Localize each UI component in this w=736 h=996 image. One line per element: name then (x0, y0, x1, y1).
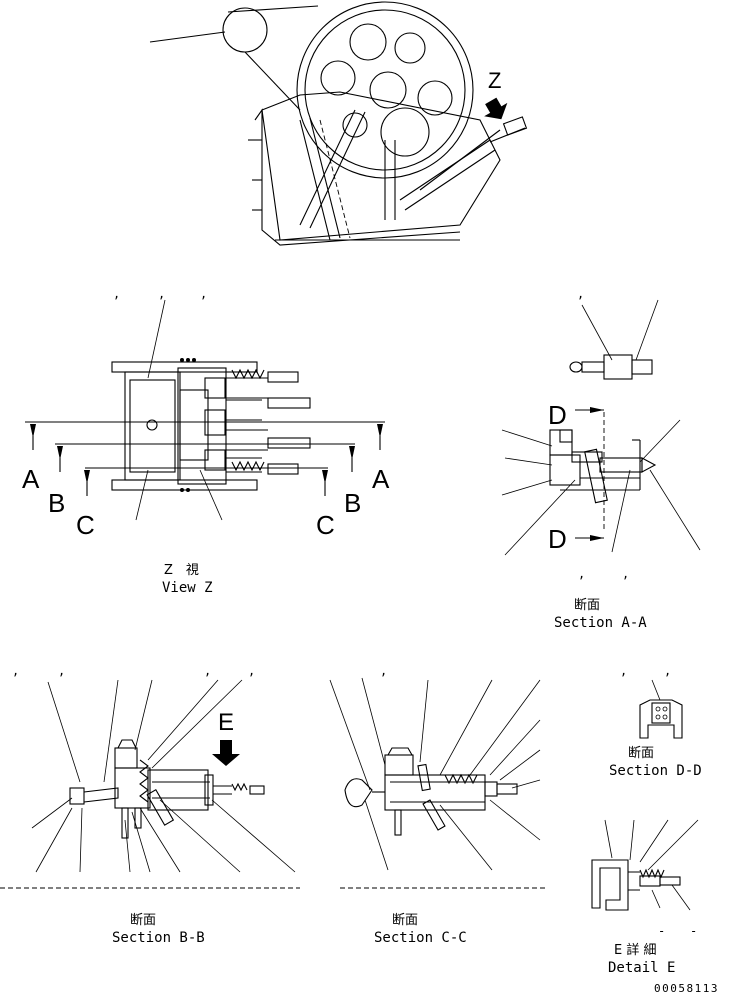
svg-text:,: , (664, 664, 671, 678)
section-cc-en: Section C-C (374, 930, 467, 946)
detail-e-marker: E (218, 709, 234, 736)
section-bb: , , , , E 断面 Section (0, 664, 300, 946)
detail-e: - - E 詳 細 Detail E (591, 819, 699, 976)
section-a-left: A (22, 464, 40, 494)
section-bb-en: Section B-B (112, 930, 205, 946)
svg-text:,: , (204, 664, 211, 678)
section-bb-jp: 断面 (130, 913, 156, 928)
view-z: , , , (22, 287, 390, 596)
section-dd-en: Section D-D (609, 763, 702, 779)
section-d-top: D (548, 400, 567, 430)
section-c-left: C (76, 510, 95, 540)
svg-text:,: , (200, 287, 207, 301)
detail-e-en: Detail E (608, 960, 675, 976)
detail-e-arrow-icon (212, 740, 240, 766)
drawing-number: 00058113 (654, 982, 719, 995)
svg-text:-: - (658, 924, 665, 938)
svg-text:-: - (690, 924, 697, 938)
svg-text:,: , (380, 664, 387, 678)
svg-text:,: , (248, 664, 255, 678)
svg-text:,: , (620, 664, 627, 678)
section-aa-en: Section A-A (554, 615, 647, 631)
section-a-right: A (372, 464, 390, 494)
section-dd: , , 断面 Section D-D (609, 664, 702, 779)
view-z-jp: Z 視 (164, 563, 199, 578)
svg-text:,: , (578, 567, 585, 581)
section-c-right: C (316, 510, 335, 540)
section-dd-jp: 断面 (628, 746, 654, 761)
svg-text:,: , (113, 287, 120, 301)
svg-text:,: , (622, 567, 629, 581)
main-assembly: Z (149, 1, 528, 246)
section-cc: , 断面 Section C-C (329, 664, 545, 946)
section-aa-jp: 断面 (574, 598, 600, 613)
view-z-en: View Z (162, 580, 213, 596)
section-cc-jp: 断面 (392, 913, 418, 928)
svg-text:,: , (58, 664, 65, 678)
detail-e-jp: E 詳 細 (614, 942, 656, 958)
svg-text:,: , (12, 664, 19, 678)
section-b-left: B (48, 488, 65, 518)
section-aa: , D D , , 断面 Section A-A (501, 287, 701, 631)
svg-text:,: , (577, 287, 584, 301)
svg-text:,: , (158, 287, 165, 301)
z-view-label: Z (488, 68, 501, 93)
z-view-arrow-icon (484, 97, 508, 120)
section-d-bottom: D (548, 524, 567, 554)
section-b-right: B (344, 488, 361, 518)
